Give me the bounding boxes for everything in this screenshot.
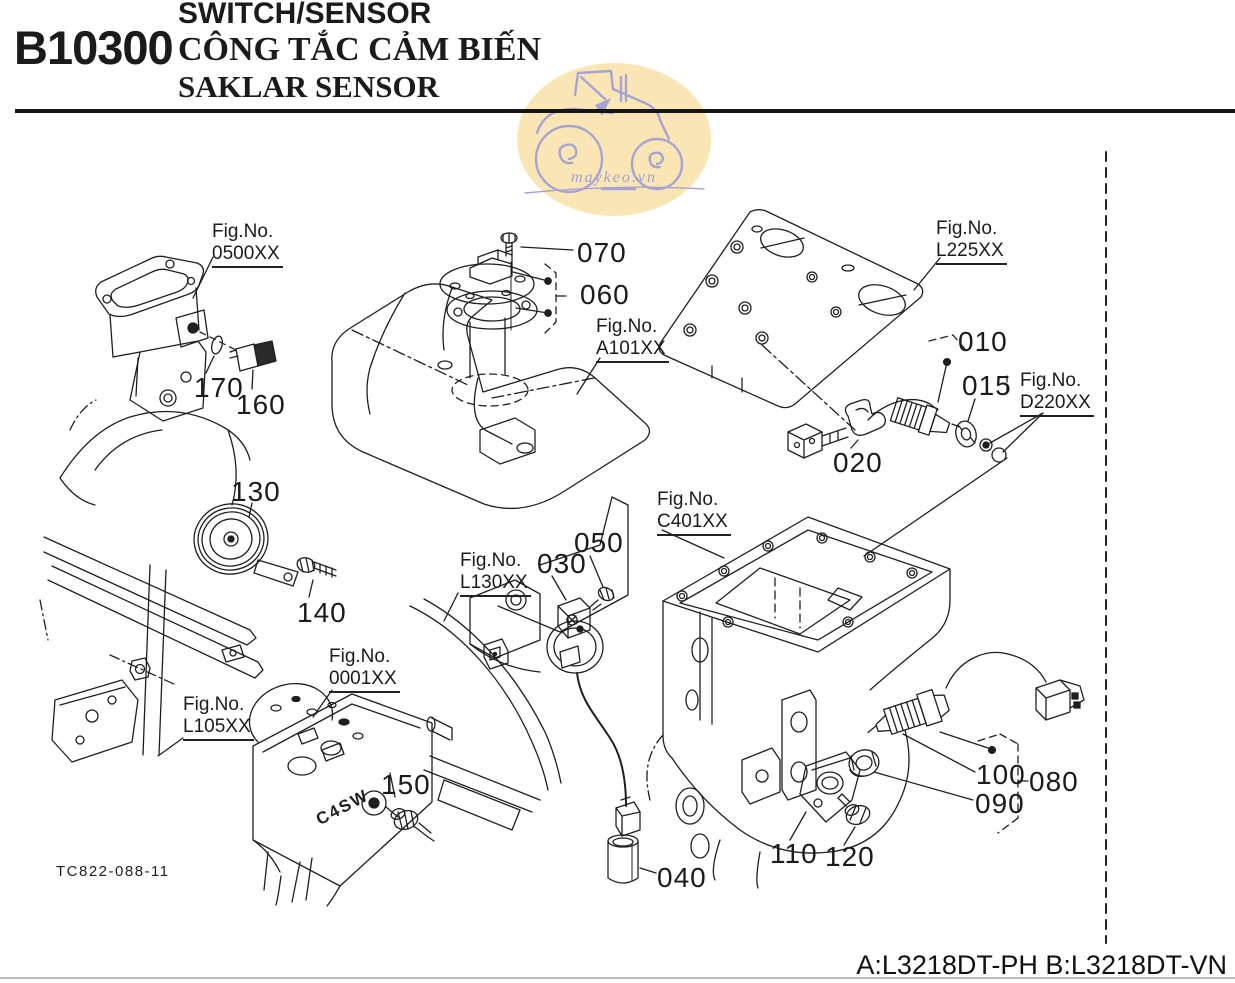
title-vietnamese: CÔNG TẮC CẢM BIẾN <box>178 31 542 68</box>
fig-ref-C401XX: Fig.No. C401XX <box>657 489 731 536</box>
part-label-110: 110 <box>770 838 818 869</box>
part-label-015: 015 <box>962 370 1012 401</box>
title-english: SWITCH/SENSOR <box>178 0 432 30</box>
part-label-100: 100 <box>976 759 1026 790</box>
part-label-020: 020 <box>833 447 883 478</box>
part-label-060: 060 <box>580 279 630 310</box>
model-codes: A:L3218DT-PH B:L3218DT-VN <box>856 950 1227 980</box>
section-titles: SWITCH/SENSOR CÔNG TẮC CẢM BIẾN SAKLAR S… <box>178 0 541 104</box>
part-label-130: 130 <box>231 476 281 507</box>
footer-rule <box>0 977 1235 979</box>
sensor-020-assembly-drawing <box>787 334 1044 557</box>
transmission-case-drawing <box>646 516 1085 889</box>
header-rule <box>15 109 1235 113</box>
thermostat-housing-drawing <box>95 255 277 422</box>
section-code: B10300 <box>14 21 174 74</box>
watermark-site-text: maykeo.vn <box>571 169 657 186</box>
fuel-tank-drawing <box>331 232 651 673</box>
left-frame-drawing <box>39 399 264 763</box>
fig-ref-0500XX: Fig.No. 0500XX <box>212 221 283 268</box>
part-label-090: 090 <box>975 788 1025 819</box>
watermark-badge: maykeo.vn <box>517 63 711 216</box>
part-label-040: 040 <box>657 862 707 893</box>
part-label-010: 010 <box>958 326 1008 357</box>
part-label-170: 170 <box>194 372 244 403</box>
drawing-code: TC822-088-11 <box>56 863 170 880</box>
fig-ref-L130XX: Fig.No. L130XX <box>460 550 531 597</box>
part-label-070: 070 <box>577 237 627 268</box>
fig-ref-L105XX: Fig.No. L105XX <box>183 694 254 741</box>
frame-and-sensor-030-drawing <box>409 555 657 884</box>
horn-drawing <box>193 502 337 598</box>
part-label-050: 050 <box>574 527 624 558</box>
fig-ref-D220XX: Fig.No. D220XX <box>1020 370 1094 417</box>
title-indonesian: SAKLAR SENSOR <box>178 69 439 104</box>
fig-ref-A101XX: Fig.No. A101XX <box>596 316 669 363</box>
fig-ref-0001XX: Fig.No. 0001XX <box>329 646 400 693</box>
part-label-160: 160 <box>236 389 286 420</box>
deck-plate-drawing <box>658 209 941 431</box>
deck-grommets <box>683 225 855 345</box>
part-label-080: 080 <box>1029 766 1079 797</box>
fig-ref-L225XX: Fig.No. L225XX <box>936 218 1007 265</box>
part-label-150: 150 <box>381 769 431 800</box>
part-label-140: 140 <box>297 597 347 628</box>
part-label-120: 120 <box>825 841 875 872</box>
part-label-030: 030 <box>537 548 587 579</box>
